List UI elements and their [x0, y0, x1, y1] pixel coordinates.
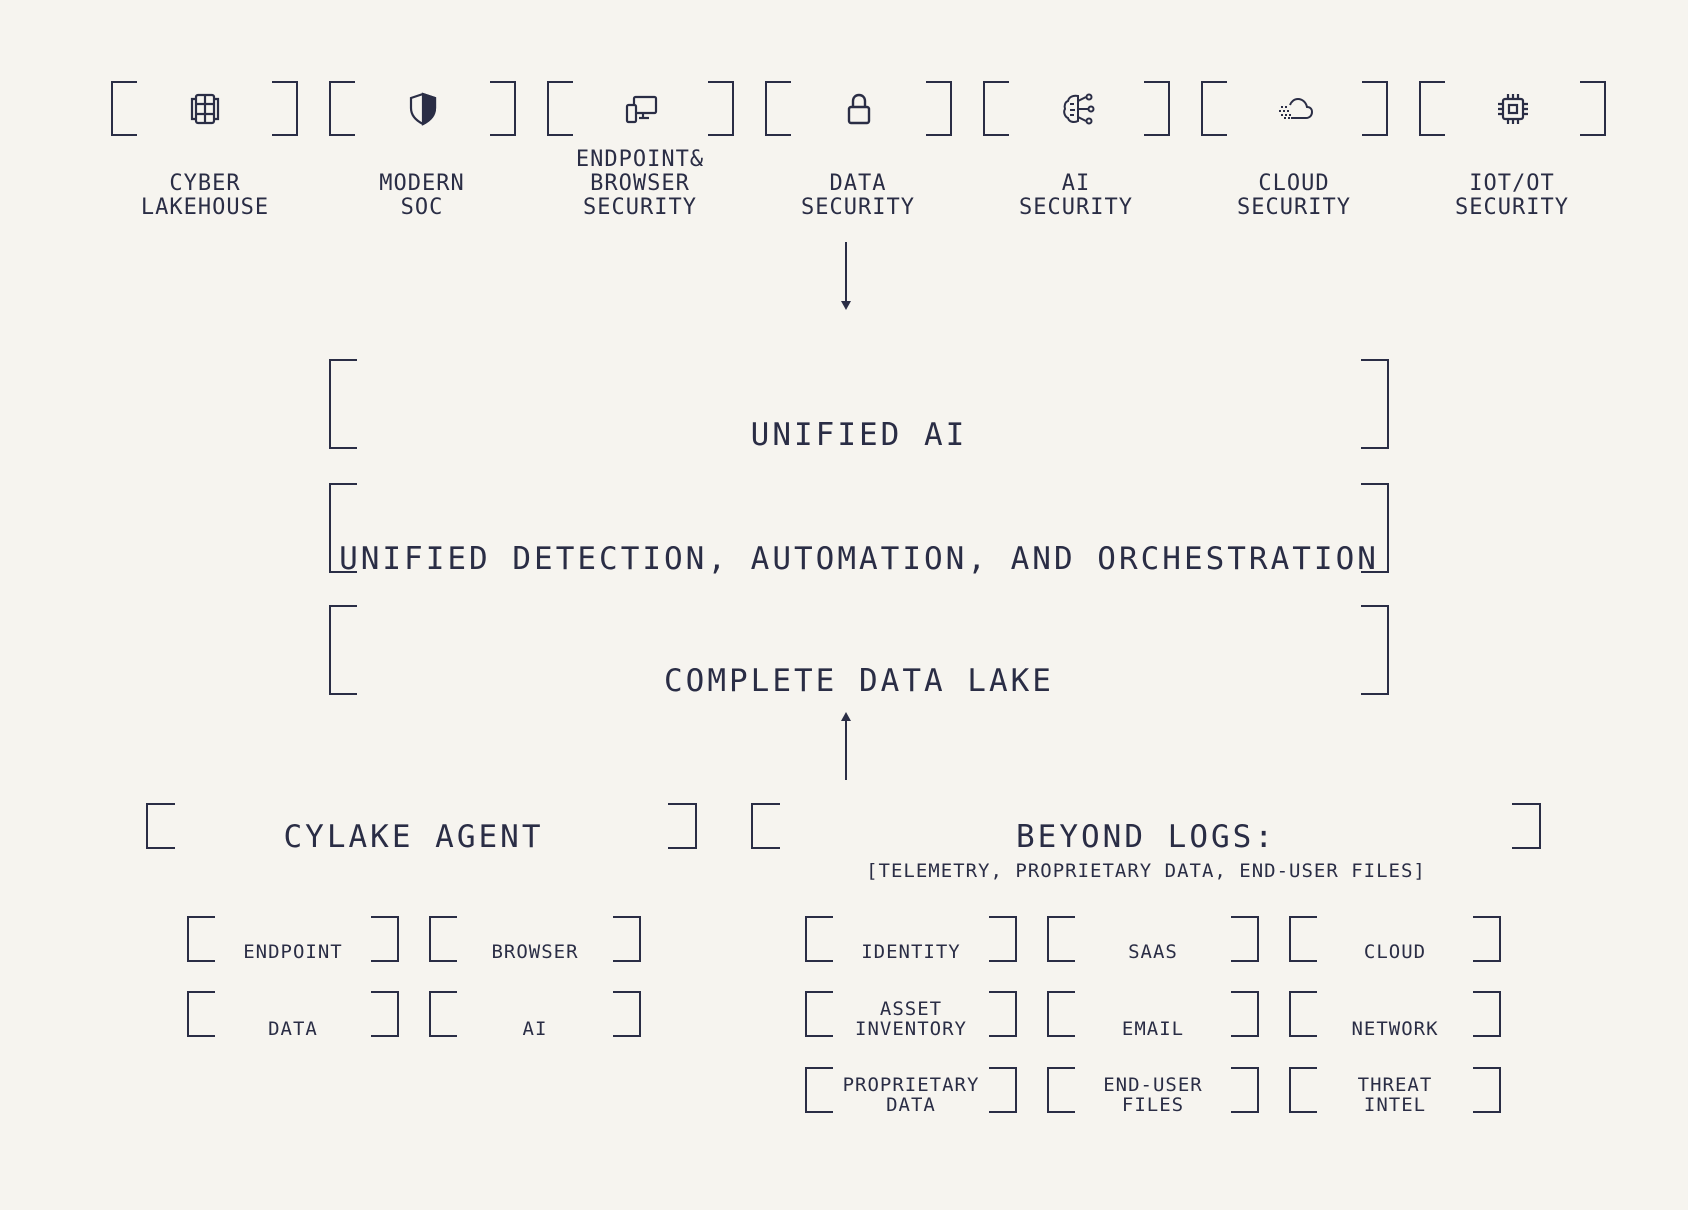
chip-icon	[1491, 87, 1535, 131]
beyond-item-label: CLOUD	[1363, 941, 1427, 963]
beyond-subtitle: [TELEMETRY, PROPRIETARY DATA, END-USER F…	[866, 860, 1426, 882]
agent-item-data: DATA	[187, 991, 399, 1040]
beyond-item-label: END-USER FILES	[1103, 1074, 1203, 1116]
beyond-item-label: IDENTITY	[861, 941, 961, 963]
solution-label-iot-ot-security: IOT/OT SECURITY	[1455, 171, 1569, 220]
solution-box-ai-security	[983, 81, 1170, 136]
solution-label-cloud-security: CLOUD SECURITY	[1237, 171, 1351, 220]
down-arrow-icon	[841, 242, 851, 310]
beyond-item-label: ASSET INVENTORY	[855, 998, 967, 1040]
lock-icon	[837, 87, 881, 131]
solution-box-cyber-lakehouse	[111, 81, 298, 136]
ai-brain-icon	[1055, 87, 1099, 131]
solution-box-iot-ot-security	[1419, 81, 1606, 136]
layer-data-lake-label: COMPLETE DATA LAKE	[664, 663, 1054, 699]
server-rack-icon	[183, 87, 227, 131]
solution-box-data-security	[765, 81, 952, 136]
layer-detection: UNIFIED DETECTION, AUTOMATION, AND ORCHE…	[329, 483, 1389, 577]
solution-label-endpoint-browser: ENDPOINT& BROWSER SECURITY	[575, 147, 705, 220]
agent-item-browser: BROWSER	[429, 916, 641, 962]
beyond-item-threat-intel: THREAT INTEL	[1289, 1067, 1501, 1116]
beyond-title: BEYOND LOGS:	[1016, 819, 1276, 855]
layer-unified-ai-label: UNIFIED AI	[750, 417, 968, 453]
agent-item-endpoint: ENDPOINT	[187, 916, 399, 962]
beyond-item-asset-inventory: ASSET INVENTORY	[805, 991, 1017, 1040]
beyond-item-cloud: CLOUD	[1289, 916, 1501, 962]
beyond-item-label: NETWORK	[1351, 1018, 1439, 1040]
agent-item-label: DATA	[268, 1018, 318, 1040]
cloud-icon	[1273, 87, 1317, 131]
beyond-item-identity: IDENTITY	[805, 916, 1017, 962]
shield-icon	[401, 87, 445, 131]
agent-item-ai: AI	[429, 991, 641, 1040]
layer-data-lake: COMPLETE DATA LAKE	[329, 605, 1389, 699]
solution-label-data-security: DATA SECURITY	[801, 171, 915, 220]
agent-header	[146, 803, 697, 849]
devices-icon	[619, 87, 663, 131]
up-arrow-icon	[841, 712, 851, 780]
layer-detection-label: UNIFIED DETECTION, AUTOMATION, AND ORCHE…	[339, 541, 1379, 577]
beyond-item-saas: SAAS	[1047, 916, 1259, 962]
solution-label-modern-soc: MODERN SOC	[379, 171, 465, 220]
agent-item-label: BROWSER	[491, 941, 579, 963]
solution-label-ai-security: AI SECURITY	[1019, 171, 1133, 220]
solution-box-cloud-security	[1201, 81, 1388, 136]
beyond-item-label: THREAT INTEL	[1357, 1074, 1433, 1116]
agent-item-label: ENDPOINT	[243, 941, 343, 963]
beyond-item-proprietary-data: PROPRIETARY DATA	[805, 1067, 1017, 1116]
beyond-item-label: EMAIL	[1121, 1018, 1185, 1040]
solution-label-cyber-lakehouse: CYBER LAKEHOUSE	[140, 171, 270, 220]
beyond-item-label: PROPRIETARY DATA	[842, 1074, 980, 1116]
solution-box-endpoint-browser	[547, 81, 734, 136]
beyond-item-network: NETWORK	[1289, 991, 1501, 1040]
layer-unified-ai: UNIFIED AI	[329, 359, 1389, 453]
beyond-header	[751, 803, 1541, 849]
agent-title: CYLAKE AGENT	[283, 819, 544, 855]
beyond-item-end-user-files: END-USER FILES	[1047, 1067, 1259, 1116]
beyond-item-email: EMAIL	[1047, 991, 1259, 1040]
solution-box-modern-soc	[329, 81, 516, 136]
agent-item-label: AI	[522, 1018, 548, 1040]
beyond-item-label: SAAS	[1128, 941, 1178, 963]
